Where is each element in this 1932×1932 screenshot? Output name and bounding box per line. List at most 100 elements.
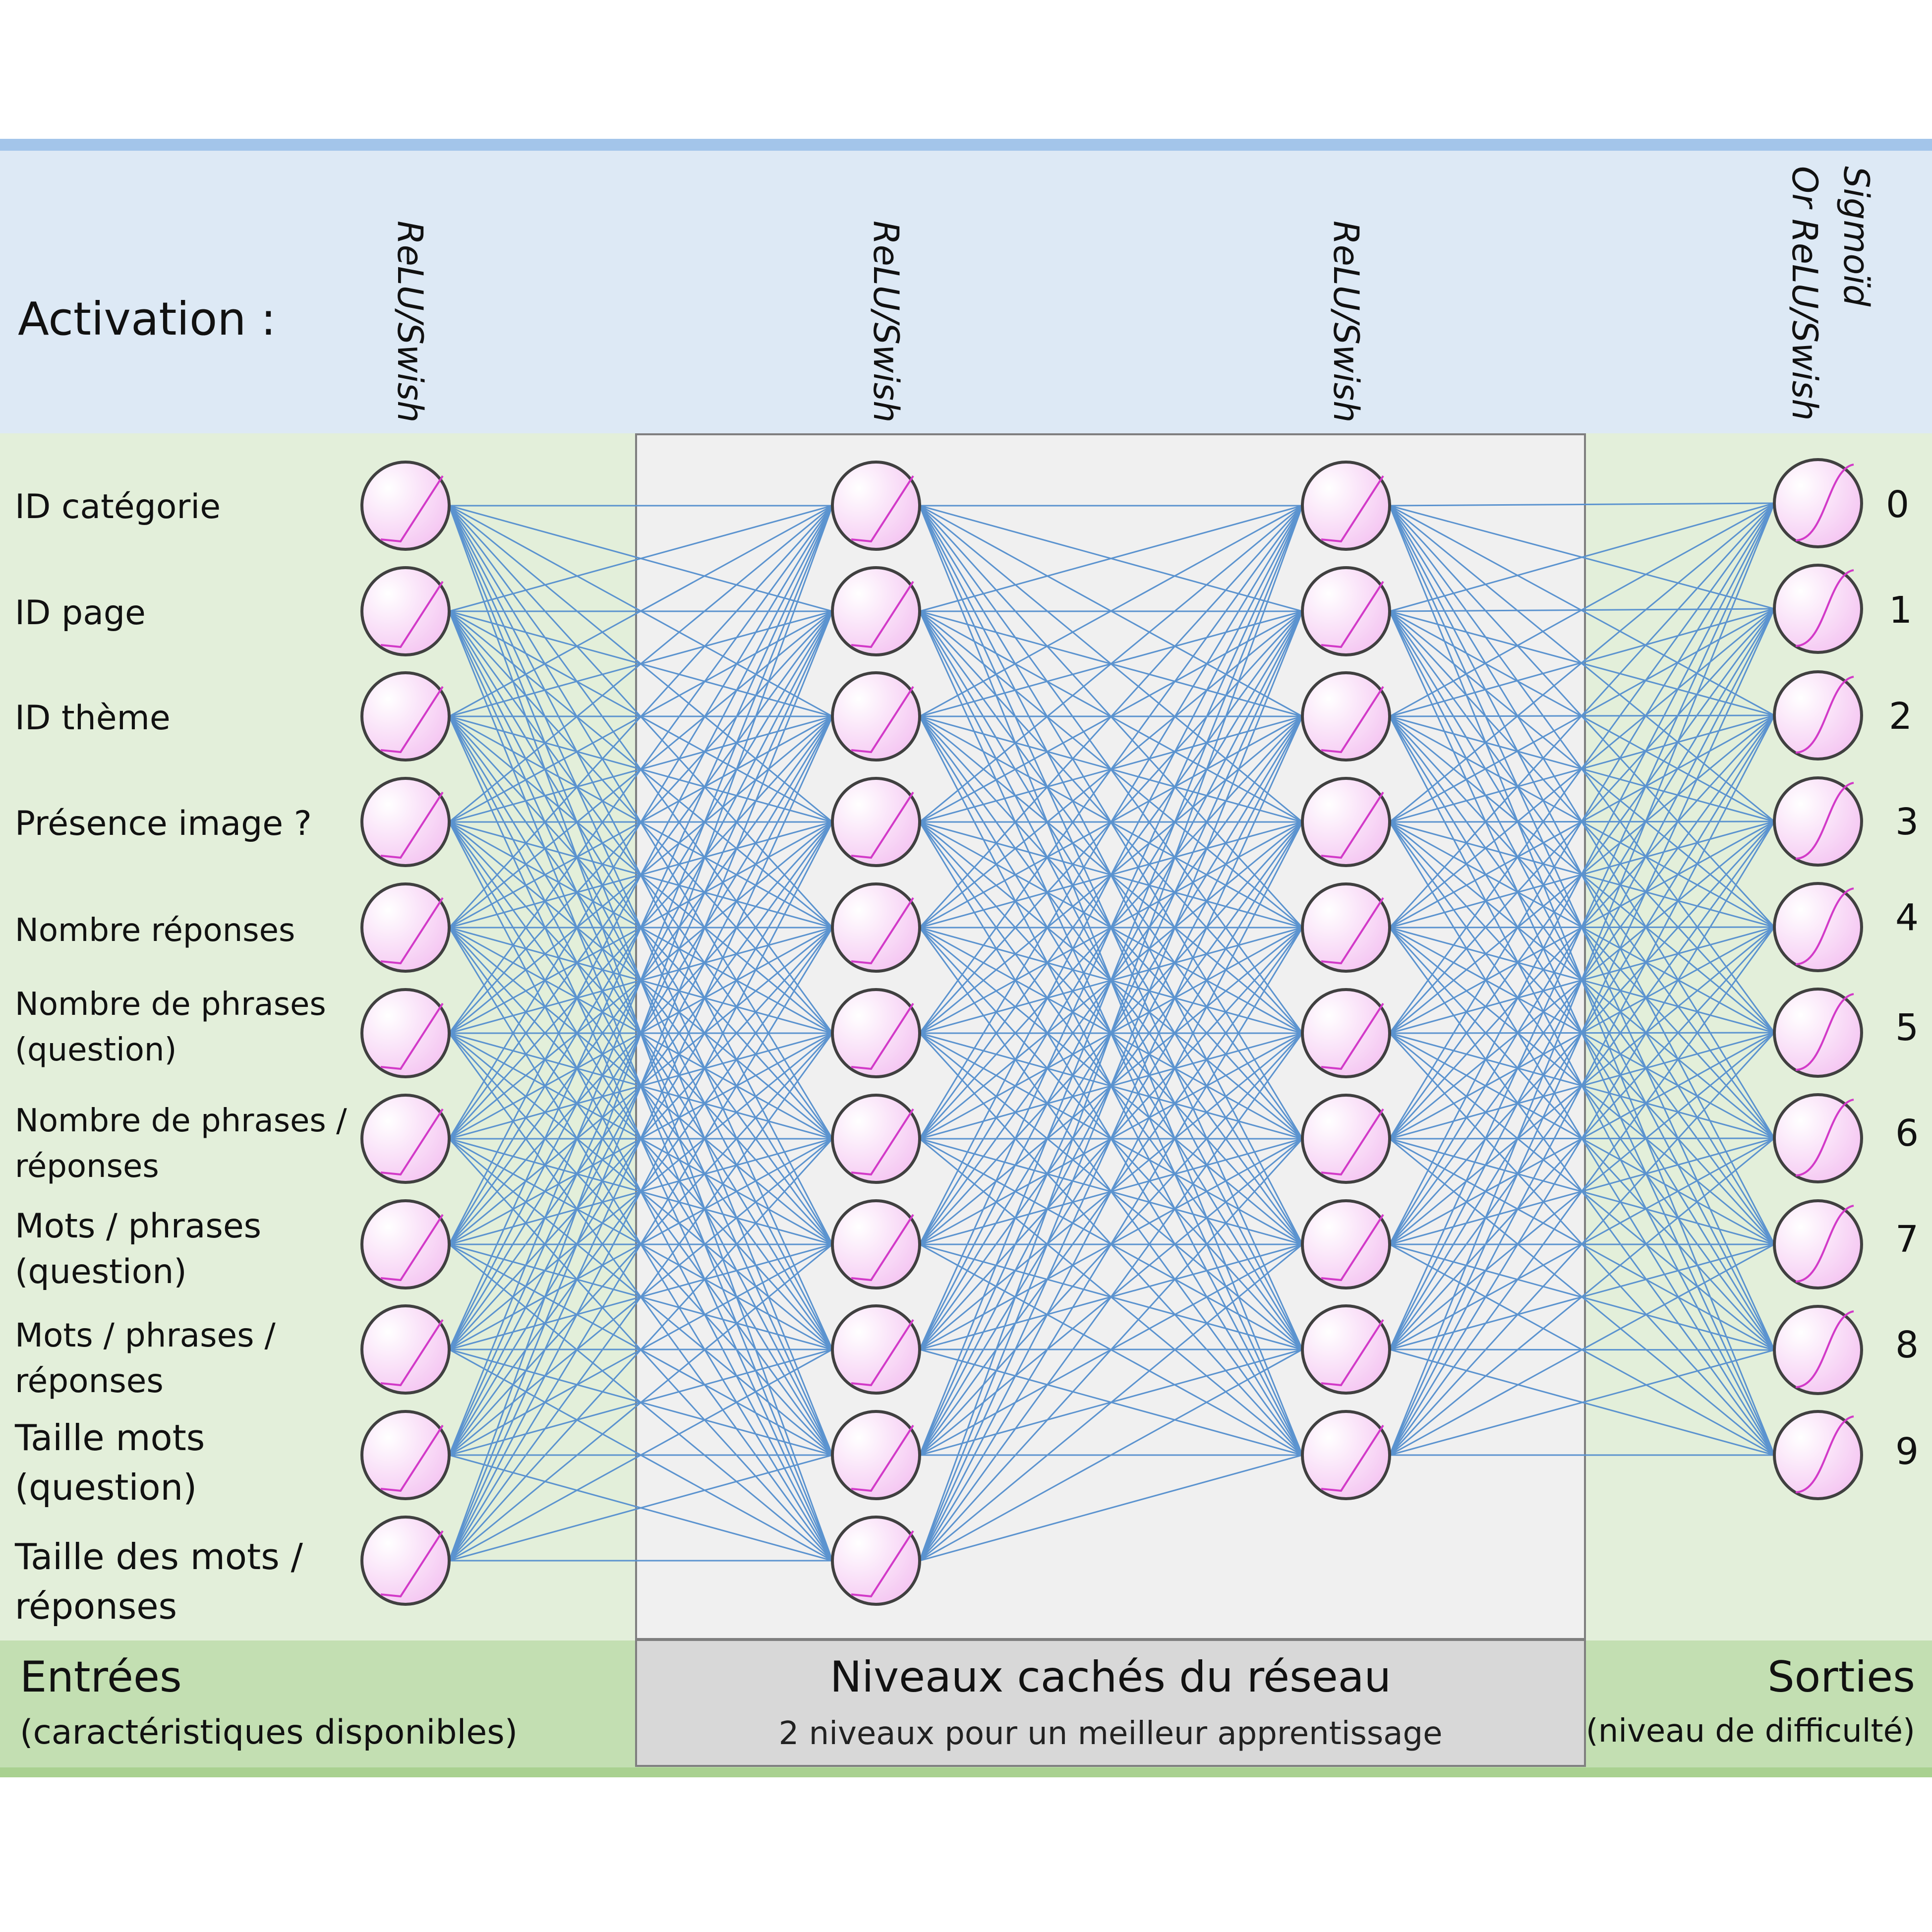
relu-curve-icon (380, 791, 444, 859)
connection-line (1389, 502, 1775, 507)
connection-line (1389, 503, 1775, 1139)
neuron-circle (1301, 882, 1391, 973)
neuron-circle (1301, 1094, 1391, 1184)
neuron-circle (831, 1094, 921, 1184)
neuron-circle (831, 1199, 921, 1289)
neuron-circle (360, 1410, 451, 1500)
relu-curve-icon (380, 686, 444, 754)
relu-curve-icon (380, 1530, 444, 1598)
connection-line (1389, 608, 1775, 1456)
neuron-circle (1773, 988, 1863, 1078)
input-label-line: (question) (15, 1032, 177, 1068)
output-label-6: 6 (1895, 1112, 1919, 1155)
relu-curve-icon (851, 897, 914, 965)
connection-line (1389, 1349, 1775, 1456)
neuron-hidden1-6 (831, 1094, 921, 1184)
relu-curve-icon (1321, 1319, 1384, 1387)
connection-line (1389, 503, 1775, 1350)
connection-line (448, 927, 833, 1561)
neuron-circle (831, 671, 921, 761)
connection-line (448, 1033, 833, 1561)
input-label-id-categorie: ID catégorie (15, 484, 221, 530)
input-label-taille-mots-question: Taille mots(question) (15, 1413, 205, 1512)
connection-line (919, 505, 1303, 1139)
neuron-hidden1-9 (831, 1410, 921, 1500)
output-label-8: 8 (1895, 1324, 1919, 1366)
output-label-3: 3 (1895, 801, 1919, 843)
connections (448, 502, 1775, 1562)
connection-line (1389, 927, 1775, 1456)
neuron-circle (1773, 1410, 1863, 1500)
relu-curve-icon (851, 791, 914, 859)
connection-line (1389, 503, 1775, 1456)
relu-curve-icon (851, 1424, 914, 1492)
relu-curve-icon (1321, 1214, 1384, 1282)
relu-curve-icon (1321, 686, 1384, 754)
neuron-output-6 (1773, 1093, 1863, 1183)
connection-line (919, 505, 1303, 929)
relu-curve-icon (1321, 897, 1384, 965)
neuron-circle (360, 1094, 451, 1184)
input-label-line: réponses (15, 1585, 177, 1627)
neuron-circle (1301, 1410, 1391, 1500)
neuron-hidden1-1 (831, 566, 921, 656)
neuron-hidden2-2 (1301, 671, 1391, 761)
input-label-line: (question) (15, 1252, 187, 1291)
neuron-circle (1301, 671, 1391, 761)
neuron-input-6 (360, 1094, 451, 1184)
output-label-4: 4 (1895, 896, 1919, 939)
neuron-circle (831, 777, 921, 867)
neuron-circle (831, 1410, 921, 1500)
activation-label-hidden2: ReLU/Swish (1320, 221, 1372, 423)
sigmoid-curve-icon (1795, 993, 1854, 1071)
neuron-hidden2-7 (1301, 1199, 1391, 1289)
neuron-hidden2-8 (1301, 1304, 1391, 1395)
connection-line (1389, 502, 1775, 717)
relu-curve-icon (380, 581, 444, 648)
connection-line (919, 505, 1303, 612)
relu-curve-icon (380, 1002, 444, 1070)
sigmoid-curve-icon (1795, 1099, 1854, 1176)
input-label-id-theme: ID thème (15, 696, 171, 741)
connection-line (919, 1243, 1303, 1562)
sigmoid-curve-icon (1795, 1205, 1854, 1283)
neuron-circle (360, 777, 451, 867)
output-label-2: 2 (1889, 695, 1913, 738)
neuron-circle (360, 671, 451, 761)
connection-line (449, 505, 833, 823)
neuron-input-4 (360, 882, 451, 973)
connection-line (449, 1243, 833, 1562)
connection-line (919, 927, 1303, 1561)
neuron-hidden1-3 (831, 777, 921, 867)
sigmoid-curve-icon (1795, 464, 1854, 541)
neuron-circle (1773, 776, 1863, 867)
activation-label-hidden1: ReLU/Swish (860, 221, 912, 423)
connection-line (919, 611, 1303, 1561)
hidden-footer-title: Niveaux cachés du réseau (829, 1652, 1392, 1702)
input-label-line: Présence image ? (15, 804, 312, 843)
connection-line (448, 505, 833, 1350)
activation-label-hidden2-line: ReLU/Swish (1326, 221, 1366, 423)
connection-line (1389, 502, 1775, 612)
sigmoid-curve-icon (1795, 569, 1854, 647)
neuron-input-7 (360, 1199, 451, 1289)
neuron-hidden2-6 (1301, 1094, 1391, 1184)
neuron-circle (1773, 670, 1863, 761)
neuron-hidden2-5 (1301, 988, 1391, 1078)
connection-line (448, 1138, 833, 1562)
neuron-circle (1301, 988, 1391, 1078)
input-label-line: Nombre de phrases / (15, 1103, 347, 1139)
connection-line (919, 505, 1303, 1245)
inputs-footer-title: Entrées (20, 1652, 182, 1702)
neuron-hidden1-5 (831, 988, 921, 1078)
input-label-line: (question) (15, 1466, 197, 1508)
input-label-nombre-reponses: Nombre réponses (15, 908, 295, 953)
neuron-output-9 (1773, 1410, 1863, 1500)
connection-line (919, 505, 1303, 1456)
neuron-output-4 (1773, 882, 1863, 972)
activation-label-output-line-2: Or ReLU/Swish (1784, 166, 1825, 421)
neuron-circle (1301, 1304, 1391, 1395)
neuron-output-2 (1773, 670, 1863, 761)
neuron-circle (1773, 564, 1863, 654)
